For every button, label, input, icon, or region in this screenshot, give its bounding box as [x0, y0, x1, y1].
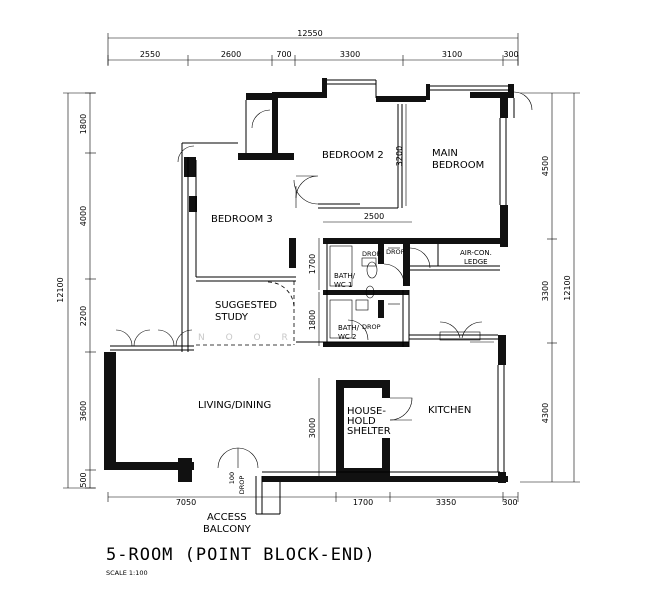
dim-top-seg-2: 2600: [221, 50, 241, 59]
label-main-bedroom-line2: BEDROOM: [432, 160, 484, 171]
dim-bottom-seg-2: 1700: [353, 498, 373, 507]
dim-right-seg-1: 4500: [541, 156, 550, 176]
dim-right-seg-2: 3300: [541, 281, 550, 301]
label-bedroom2: BEDROOM 2: [322, 150, 384, 161]
label-drop-3: DROP: [362, 323, 381, 331]
label-door-100: 100: [228, 472, 236, 484]
dim-inner-1800: 1800: [308, 310, 317, 330]
dim-top-seg-6: 300: [503, 50, 518, 59]
dim-left-seg-5: 500: [79, 472, 88, 487]
plan-title: 5-ROOM (POINT BLOCK-END): [106, 545, 376, 565]
dim-top-seg-1: 2550: [140, 50, 160, 59]
label-drop-2: DROP: [386, 248, 405, 256]
label-shelter-line2: HOLD: [347, 416, 376, 427]
label-kitchen: KITCHEN: [428, 405, 471, 416]
dim-top-seg-3: 700: [276, 50, 291, 59]
label-door-drop: DROP: [238, 476, 246, 495]
label-aircon-line1: AIR-CON.: [460, 249, 492, 257]
label-bath1-line1: BATH/: [334, 272, 356, 280]
label-main-bedroom-line1: MAIN: [432, 148, 458, 159]
dim-bottom-seg-4: 300: [502, 498, 517, 507]
dim-left-seg-3: 2200: [79, 306, 88, 326]
label-access-line1: ACCESS: [207, 512, 247, 523]
dim-top-seg-5: 3100: [442, 50, 462, 59]
door-bedroom3: [295, 175, 319, 199]
fixtures: [329, 245, 494, 343]
dim-inner-2500: 2500: [364, 212, 384, 221]
label-aircon-line2: LEDGE: [464, 258, 488, 266]
dim-right-seg-3: 4300: [541, 403, 550, 423]
dim-left-seg-4: 3600: [79, 401, 88, 421]
dim-left-seg-2: 4000: [79, 206, 88, 226]
label-shelter-line3: SHELTER: [347, 426, 391, 437]
dim-inner-3000: 3000: [308, 418, 317, 438]
inner-dimensions: 3200 2500 1700 1800 3000: [308, 104, 412, 476]
dim-top-total: 12550: [297, 29, 322, 38]
dim-bottom-seg-1: 7050: [176, 498, 196, 507]
dim-inner-1700: 1700: [308, 254, 317, 274]
label-living-dining: LIVING/DINING: [198, 400, 271, 411]
dimension-right: 12100 4500 3300 4300: [520, 92, 580, 483]
room-labels: BEDROOM 2 MAIN BEDROOM BEDROOM 3 SUGGEST…: [198, 148, 492, 535]
watermark: N O O R: [198, 333, 297, 343]
label-access-line2: BALCONY: [203, 524, 252, 535]
dimension-left: 12100 1800 4000 2200 3600 500: [56, 92, 96, 489]
dimension-bottom: 7050 1700 3350 300: [107, 492, 519, 507]
label-bath2-line1: BATH/: [338, 324, 360, 332]
label-bath2-line2: WC 2: [338, 333, 357, 341]
dim-right-total: 12100: [563, 275, 572, 300]
dimension-top: 12550 2550 2600 700 3300 3100 300: [107, 29, 519, 66]
label-bath1-line2: WC 1: [334, 281, 353, 289]
dim-left-seg-1: 1800: [79, 114, 88, 134]
dim-left-total: 12100: [56, 277, 65, 302]
dim-top-seg-4: 3300: [340, 50, 360, 59]
label-study-line1: SUGGESTED: [215, 300, 277, 311]
dim-inner-3200: 3200: [395, 146, 404, 166]
label-drop-1: DROP: [362, 250, 381, 258]
doors: [115, 91, 533, 469]
label-study-line2: STUDY: [215, 312, 249, 323]
label-bedroom3: BEDROOM 3: [211, 214, 273, 225]
plan-scale: SCALE 1:100: [106, 569, 148, 577]
dim-bottom-seg-3: 3350: [436, 498, 456, 507]
walls: [104, 78, 515, 515]
label-shelter-line1: HOUSE-: [347, 406, 386, 417]
